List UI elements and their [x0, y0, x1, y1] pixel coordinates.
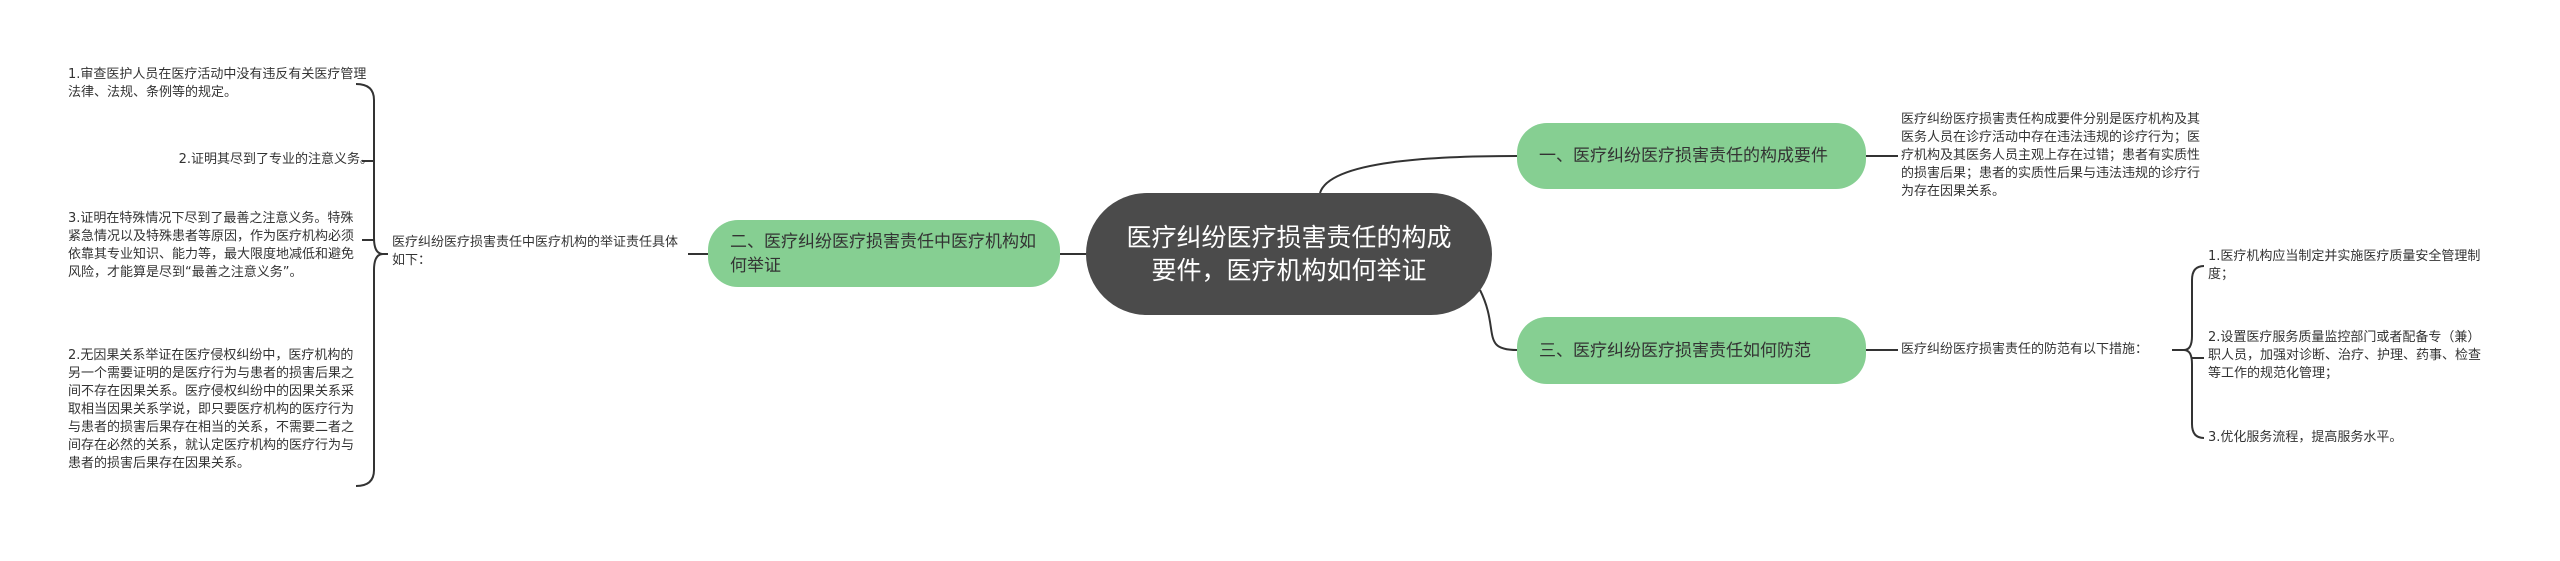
- branch-burden-of-proof[interactable]: 二、医疗纠纷医疗损害责任中医疗机构如何举证: [708, 220, 1060, 287]
- leaf-professional-care: 2.证明其尽到了专业的注意义务。: [178, 152, 373, 167]
- link-root-branch1: [1319, 155, 1518, 194]
- note-burden-of-proof: 医疗纠纷医疗损害责任中医疗机构的举证责任具体如下：: [392, 235, 679, 268]
- leaf-quality-system: 1.医疗机构应当制定并实施医疗质量安全管理制度；: [2208, 249, 2481, 282]
- leaf-optimize-service: 3.优化服务流程，提高服务水平。: [2208, 430, 2403, 445]
- leaf-no-causation: 2.无因果关系举证在医疗侵权纠纷中，医疗机构的另一个需要证明的是医疗行为与患者的…: [68, 348, 355, 471]
- note-prevention: 医疗纠纷医疗损害责任的防范有以下措施：: [1901, 342, 2149, 357]
- link-root-branch3: [1479, 289, 1518, 351]
- root-topic[interactable]: 医疗纠纷医疗损害责任的构成要件，医疗机构如何举证: [1086, 193, 1492, 315]
- leaf-highest-care: 3.证明在特殊情况下尽到了最善之注意义务。特殊紧急情况以及特殊患者等原因，作为医…: [68, 211, 355, 280]
- right-bracket: [2183, 265, 2205, 439]
- note-constitutive-elements: 医疗纠纷医疗损害责任构成要件分别是医疗机构及其医务人员在诊疗活动中存在违法违规的…: [1901, 112, 2201, 199]
- branch-constitutive-elements[interactable]: 一、医疗纠纷医疗损害责任的构成要件: [1517, 123, 1866, 189]
- leaf-review-compliance: 1.审查医护人员在医疗活动中没有违反有关医疗管理法律、法规、条例等的规定。: [68, 67, 367, 100]
- left-bracket: [355, 83, 384, 487]
- branch-prevention[interactable]: 三、医疗纠纷医疗损害责任如何防范: [1517, 317, 1866, 384]
- leaf-monitoring-dept: 2.设置医疗服务质量监控部门或者配备专（兼）职人员，加强对诊断、治疗、护理、药事…: [2208, 330, 2482, 381]
